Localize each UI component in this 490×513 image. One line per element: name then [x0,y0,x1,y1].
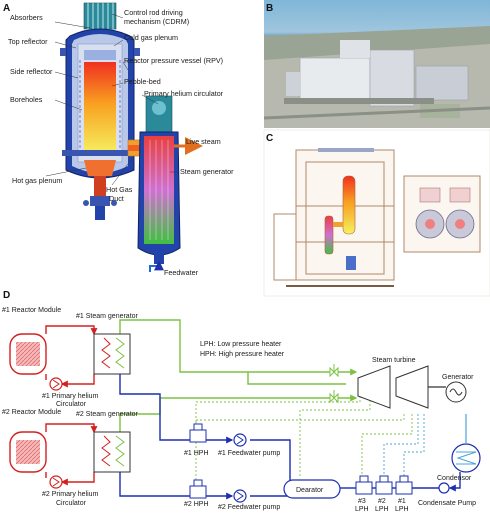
label-cold-gas-plenum: Cold gas plenum [124,33,178,42]
generator [445,381,467,403]
section-reactor [324,175,356,270]
steam-generator-vessel [137,95,181,264]
label-feedwater: Feedwater [164,268,199,277]
label-hot-gas-duct: Hot Gas [106,185,133,194]
label-steam-generator-2: #2 Steam generator [76,411,139,418]
label-boreholes: Boreholes [10,95,43,104]
label-circulator-2-b: Circulator [56,500,87,507]
reactor-module-2 [9,431,47,473]
label-top-reflector: Top reflector [8,37,48,46]
panel-c: C [263,129,490,297]
steam-valve-2 [329,390,339,404]
legend-lph: LPH: Low pressure heater [200,341,282,348]
label-side-reflector: Side reflector [10,67,53,76]
primary-circulator-1 [49,377,63,391]
label-hph-2: #2 HPH [184,501,209,508]
label-steam-generator-1: #1 Steam generator [76,313,139,320]
label-generator: Generator [442,374,474,381]
panel-a: A [3,2,234,277]
feedwater-lines [119,374,461,500]
label-pebble-bed: Pebble-bed [124,77,161,86]
panel-b: B [263,0,490,128]
feedwater-pump-2 [233,489,247,503]
label-hph-1: #1 HPH [184,450,209,457]
panel-letter-d: D [3,290,10,301]
cdrm-drives [83,2,117,30]
panel-d: D [2,290,481,513]
label-absorbers: Absorbers [10,13,43,22]
panel-letter-a: A [3,3,10,14]
label-cdrm-2: mechanism (CDRM) [124,17,189,26]
lph-1 [395,475,413,495]
panel-letter-b: B [266,3,273,14]
dearator [283,479,341,499]
label-lph-1: LPH [395,506,409,513]
section-plan-view [415,187,475,239]
steam-turbine [357,365,446,409]
hot-gas-plenum [83,160,117,220]
label-hot-gas-plenum: Hot gas plenum [12,176,62,185]
label-lph-2: LPH [375,506,389,513]
legend-hph: HPH: High pressure heater [200,351,285,358]
reactor-module-1 [9,333,47,375]
reactor-pressure-vessel [60,28,140,179]
feedwater-arrow [149,260,164,272]
label-live-steam: Live steam [186,137,221,146]
label-condensate-pump: Condensate Pump [418,500,476,507]
hph-2 [189,479,207,499]
label-lph-2-number: #2 [378,498,386,505]
primary-circulator-2 [49,475,63,489]
label-cdrm: Control rod driving [124,8,183,17]
label-feedwater-pump-2: #2 Feedwater pump [218,504,280,511]
label-steam-turbine: Steam turbine [372,357,416,364]
panel-a-leader-lines [45,13,178,186]
condenser [451,414,481,473]
steam-valve-1 [329,364,339,378]
label-rpv: Reactor pressure vessel (RPV) [124,56,223,65]
panel-letter-c: C [266,133,273,144]
lph-2 [375,475,393,495]
label-hot-gas-duct-2: Duct [109,194,124,203]
lph-3 [355,475,373,495]
label-reactor-module-2: #2 Reactor Module [2,409,61,416]
label-lph-3-number: #3 [358,498,366,505]
main-steam-lines [119,319,358,432]
feedwater-pump-1 [233,433,247,447]
steam-generator-1 [93,333,131,375]
reactor-building [299,57,371,101]
label-circulator-1-b: Circulator [56,401,87,408]
label-lph-1-number: #1 [398,498,406,505]
label-feedwater-pump-1: #1 Feedwater pump [218,450,280,457]
steam-generator-2 [93,431,131,473]
label-primary-circulator: Primary helium circulator [144,89,224,98]
label-lph-3: LPH [355,506,369,513]
label-dearator: Dearator [296,487,324,494]
hph-1 [189,423,207,443]
pebble-bed-core [84,62,116,154]
helium-loops [45,325,98,486]
label-circulator-2: #2 Primary helium [42,491,99,498]
label-reactor-module-1: #1 Reactor Module [2,307,61,314]
label-circulator-1: #1 Primary helium [42,393,99,400]
condensate-pump [438,482,450,494]
label-condenser: Condensor [437,475,472,482]
label-steam-generator: Steam generator [180,167,234,176]
